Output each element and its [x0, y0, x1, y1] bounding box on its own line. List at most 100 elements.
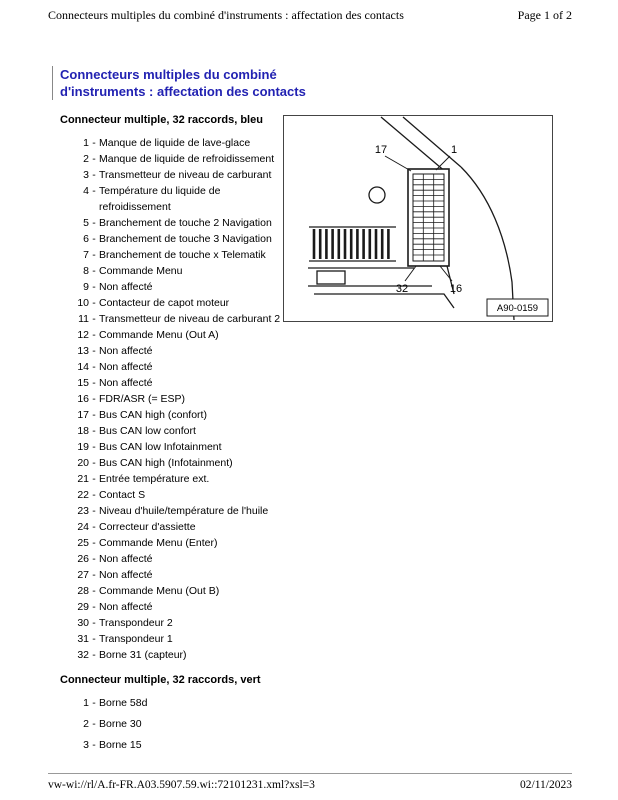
pin-row: 3 - Transmetteur de niveau de carburant — [72, 167, 580, 183]
page-footer: vw-wi://rl/A.fr-FR.A03.5907.59.wi::72101… — [48, 773, 572, 792]
pin-number: 8 — [83, 265, 89, 277]
pin-label: Transpondeur 1 — [99, 633, 173, 645]
pin-label: Contact S — [99, 489, 146, 501]
pin-number: 16 — [77, 393, 89, 405]
pin-separator: - — [92, 297, 96, 309]
pin-label: Branchement de touche x Telematik — [99, 249, 266, 261]
pin-number: 11 — [78, 313, 89, 325]
pin-label: Commande Menu (Enter) — [99, 537, 218, 549]
pin-label: Manque de liquide de refroidissement — [99, 153, 275, 165]
pin-row: 11 - Transmetteur de niveau de carburant… — [72, 311, 580, 327]
figure-callout-bottom-left: 32 — [396, 283, 408, 295]
pin-number: 22 — [77, 489, 89, 501]
pin-number: 28 — [77, 585, 89, 597]
pin-row: 31 - Transpondeur 1 — [72, 631, 580, 647]
pin-row: 1 - Manque de liquide de lave-glace — [72, 135, 580, 151]
header-doc-title: Connecteurs multiples du combiné d'instr… — [48, 8, 404, 22]
pin-number: 7 — [83, 249, 89, 261]
pin-row: 5 - Branchement de touche 2 Navigation — [72, 215, 580, 231]
pin-row: 16 - FDR/ASR (= ESP) — [72, 391, 580, 407]
pin-number: 10 — [77, 297, 89, 309]
footer-source-uri: vw-wi://rl/A.fr-FR.A03.5907.59.wi::72101… — [48, 779, 315, 791]
pin-number: 20 — [77, 457, 89, 469]
pin-row: 28 - Commande Menu (Out B) — [72, 583, 580, 599]
pin-row: 12 - Commande Menu (Out A) — [72, 327, 580, 343]
pin-separator: - — [92, 329, 96, 341]
pin-number: 5 — [83, 217, 89, 229]
pin-row: 27 - Non affecté — [72, 567, 580, 583]
pin-row: 7 - Branchement de touche x Telematik — [72, 247, 580, 263]
pin-row: 32 - Borne 31 (capteur) — [72, 647, 580, 663]
figure-pin-grid — [413, 174, 444, 261]
pin-number: 30 — [77, 617, 89, 629]
pin-number: 3 — [83, 739, 89, 751]
pin-number: 17 — [77, 409, 89, 421]
pin-row: 19 - Bus CAN low Infotainment — [72, 439, 580, 455]
pin-number: 26 — [77, 553, 89, 565]
pin-row: 3 - Borne 15 — [72, 737, 580, 753]
pin-separator: - — [92, 345, 96, 357]
pin-separator: - — [92, 585, 96, 597]
pin-number: 32 — [77, 649, 89, 661]
pin-separator: - — [92, 137, 96, 149]
pin-separator: - — [92, 185, 96, 197]
pin-row: 17 - Bus CAN high (confort) — [72, 407, 580, 423]
pin-row: 21 - Entrée température ext. — [72, 471, 580, 487]
pin-label: Niveau d'huile/température de l'huile — [99, 505, 269, 517]
pin-separator: - — [92, 441, 96, 453]
connector-diagram-icon: 17 1 32 16 A90-0159 — [308, 116, 549, 321]
pin-number: 23 — [77, 505, 89, 517]
pin-separator: - — [92, 409, 96, 421]
pin-separator: - — [92, 217, 96, 229]
pin-number: 1 — [83, 137, 89, 149]
pin-row: 23 - Niveau d'huile/température de l'hui… — [72, 503, 580, 519]
header-page-indicator: Page 1 of 2 — [517, 8, 572, 22]
pin-separator: - — [92, 739, 96, 751]
pin-number: 2 — [83, 153, 89, 165]
pin-label: Non affecté — [99, 345, 153, 357]
pin-row: 8 - Commande Menu — [72, 263, 580, 279]
pin-row: 10 - Contacteur de capot moteur — [72, 295, 580, 311]
pin-separator: - — [92, 281, 96, 293]
pin-label: Température du liquide de refroidissemen… — [99, 185, 221, 213]
pin-row: 2 - Manque de liquide de refroidissement — [72, 151, 580, 167]
pin-row: 1 - Borne 58d — [72, 695, 580, 711]
document-content: Connecteurs multiples du combiné d'instr… — [52, 66, 580, 763]
pin-label: Borne 31 (capteur) — [99, 649, 187, 661]
pin-number: 4 — [83, 185, 89, 197]
pin-row: 14 - Non affecté — [72, 359, 580, 375]
pin-separator: - — [92, 425, 96, 437]
pin-separator: - — [92, 521, 96, 533]
pin-number: 6 — [83, 233, 89, 245]
pin-row: 18 - Bus CAN low confort — [72, 423, 580, 439]
pin-number: 19 — [77, 441, 89, 453]
pin-separator: - — [92, 601, 96, 613]
section-heading-blue: Connecteur multiple, 32 raccords, bleu — [60, 114, 263, 126]
pin-label: Manque de liquide de lave-glace — [99, 137, 251, 149]
pin-label: Borne 58d — [99, 697, 148, 709]
pin-separator: - — [92, 393, 96, 405]
pin-separator: - — [92, 313, 96, 325]
pin-row: 15 - Non affecté — [72, 375, 580, 391]
pin-label: Bus CAN high (Infotainment) — [99, 457, 233, 469]
pin-number: 27 — [77, 569, 89, 581]
pin-separator: - — [92, 718, 96, 730]
pin-label: Non affecté — [99, 601, 153, 613]
pin-label: Transmetteur de niveau de carburant — [99, 169, 272, 181]
pin-row: 25 - Commande Menu (Enter) — [72, 535, 580, 551]
pin-label: Non affecté — [99, 377, 153, 389]
pin-label: Transpondeur 2 — [99, 617, 173, 629]
pin-label: Contacteur de capot moteur — [99, 297, 230, 309]
pin-label: Bus CAN low confort — [99, 425, 196, 437]
footer-date: 02/11/2023 — [520, 779, 572, 791]
figure-callout-bottom-right: 16 — [450, 283, 462, 295]
pin-label: Non affecté — [99, 553, 153, 565]
pin-number: 13 — [77, 345, 89, 357]
pin-label: Borne 15 — [99, 739, 142, 751]
section-heading-green: Connecteur multiple, 32 raccords, vert — [60, 674, 261, 686]
pin-separator: - — [92, 553, 96, 565]
pin-row: 2 - Borne 30 — [72, 716, 580, 732]
pin-separator: - — [92, 233, 96, 245]
pin-number: 3 — [83, 169, 89, 181]
pin-separator: - — [92, 633, 96, 645]
